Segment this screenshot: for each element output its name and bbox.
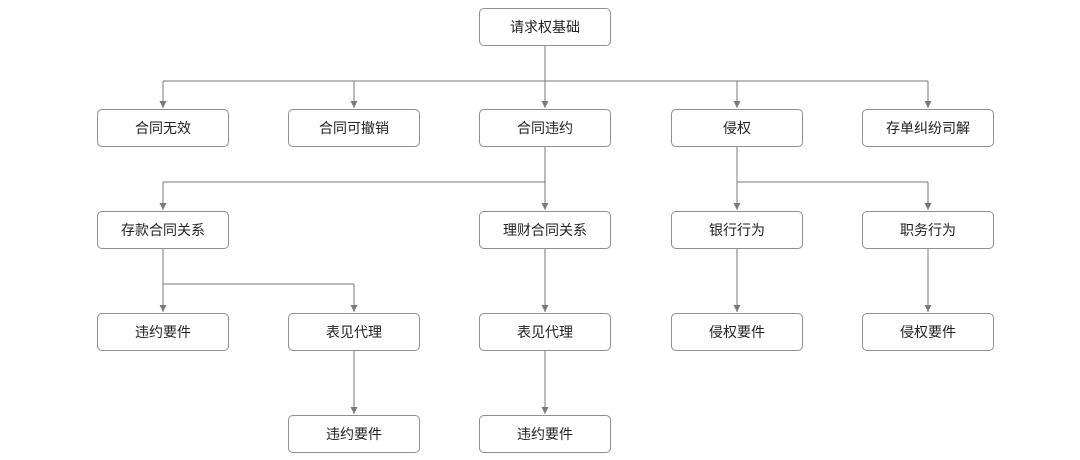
node-root: 请求权基础 (479, 8, 611, 46)
node-contract-invalid: 合同无效 (97, 109, 229, 147)
node-breach-elements-3: 违约要件 (479, 415, 611, 453)
node-deposit-contract: 存款合同关系 (97, 211, 229, 249)
node-breach-elements-1: 违约要件 (97, 313, 229, 351)
node-bank-conduct: 银行行为 (671, 211, 803, 249)
node-tort-elements-1: 侵权要件 (671, 313, 803, 351)
node-wealth-contract: 理财合同关系 (479, 211, 611, 249)
node-deposit-dispute: 存单纠纷司解 (862, 109, 994, 147)
node-breach-elements-2: 违约要件 (288, 415, 420, 453)
node-tort: 侵权 (671, 109, 803, 147)
node-contract-revocable: 合同可撤销 (288, 109, 420, 147)
node-duty-conduct: 职务行为 (862, 211, 994, 249)
node-apparent-agency-2: 表见代理 (479, 313, 611, 351)
node-apparent-agency-1: 表见代理 (288, 313, 420, 351)
node-contract-breach: 合同违约 (479, 109, 611, 147)
node-tort-elements-2: 侵权要件 (862, 313, 994, 351)
